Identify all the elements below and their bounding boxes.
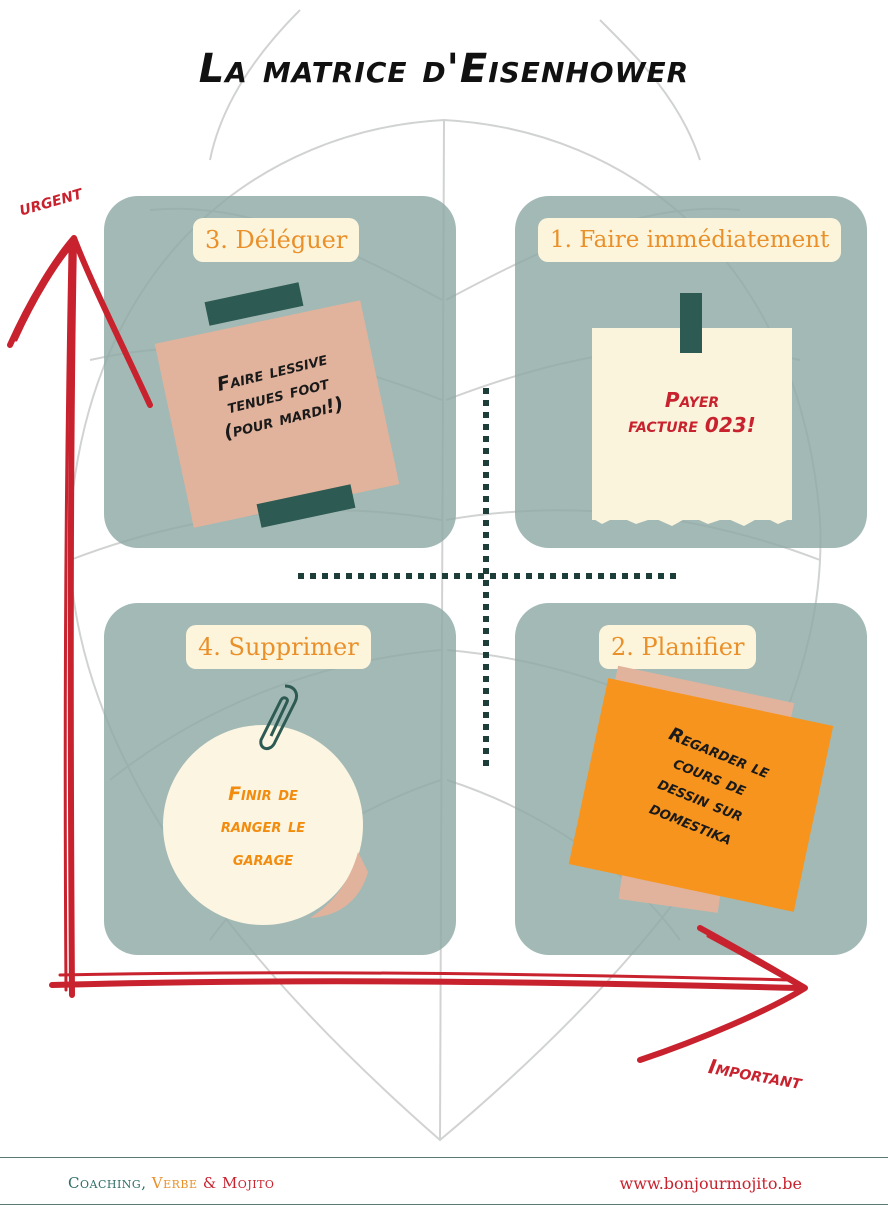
note-text-do-now: Payer facture 023! xyxy=(592,388,792,438)
quadrant-label-delete: 4. Supprimer xyxy=(186,625,371,669)
curled-corner xyxy=(310,852,368,918)
x-axis-arrowhead xyxy=(637,925,808,1063)
brand-coaching: Coaching, xyxy=(68,1174,147,1192)
footer-divider-top xyxy=(0,1157,888,1158)
page-title: La matrice d'Eisenhower xyxy=(198,46,690,92)
footer-divider-bottom xyxy=(0,1204,888,1205)
footer-brand: Coaching, Verbe & Mojito xyxy=(68,1174,274,1192)
sticky-note-do-now xyxy=(592,328,792,520)
note-line: garage xyxy=(232,847,294,870)
quadrant-label-plan: 2. Planifier xyxy=(599,625,757,669)
y-axis-arrow xyxy=(67,237,77,998)
note-line: ranger le xyxy=(220,815,306,838)
y-axis-arrowhead xyxy=(7,235,153,408)
note-line: Finir de xyxy=(228,783,298,805)
x-axis-arrow xyxy=(49,978,803,991)
tape-do-now xyxy=(680,293,702,353)
note-line: Payer xyxy=(664,388,720,412)
note-text-delete: Finir de ranger le garage xyxy=(163,778,363,875)
footer-url[interactable]: www.bonjourmojito.be xyxy=(619,1174,802,1193)
brand-ampersand: & xyxy=(202,1174,217,1192)
paperclip-icon xyxy=(259,684,299,750)
brand-verbe: Verbe xyxy=(151,1174,198,1192)
note-line: facture 023! xyxy=(628,413,756,437)
quadrant-label-delegate: 3. Déléguer xyxy=(193,218,360,262)
brand-mojito: Mojito xyxy=(221,1174,275,1192)
quadrant-label-do-now: 1. Faire immédiatement xyxy=(538,218,842,262)
sticky-note-delete xyxy=(163,725,363,925)
torn-edge xyxy=(592,508,792,526)
